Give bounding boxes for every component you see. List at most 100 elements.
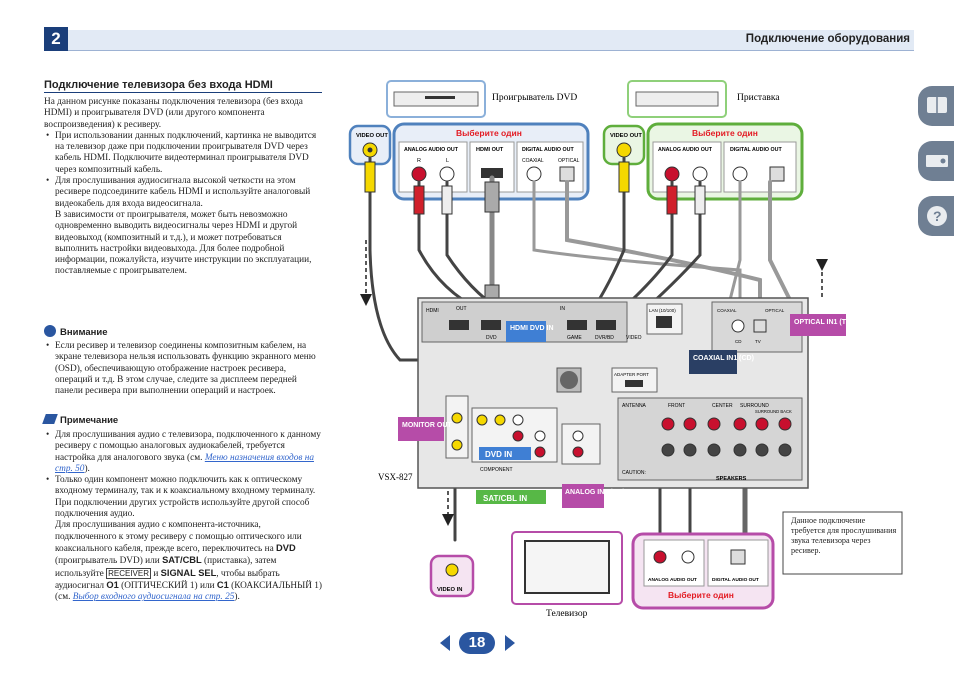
input-signal-link[interactable]: Выбор входного аудиосигнала на стр. 25 [72,592,235,603]
video-in-label: VIDEO IN [437,587,462,593]
panel-out-label: OUT [456,306,467,312]
c1-key: C1 [216,579,229,590]
connection-diagram: Проигрыватель DVD Приставка VIDEO OUT Вы… [348,80,903,619]
panel-game-label: GAME [567,335,582,341]
optical-in-jack [753,319,767,333]
analog-r-jack [411,166,427,182]
note-item: Только один компонент можно подключить к… [44,475,322,520]
adapter-port-label: ADAPTER PORT [614,372,649,377]
hdmi-out-port [481,168,503,178]
dvd-in-label: DVD IN [485,450,512,459]
note-text: Для прослушивания аудио с компонента-ист… [55,520,302,554]
hdmi-dvrbd-port [596,320,616,330]
r-label: R [417,158,421,164]
sat-key: SAT/CBL [162,555,202,566]
white-plug [441,185,453,215]
hdmi-plug [484,181,500,213]
optical-jack [559,166,575,182]
prev-page-icon[interactable] [438,633,452,653]
optical-in1-callout [790,314,846,336]
caution-text: Если ресивер и телевизор соединены компо… [44,341,322,397]
book-icon [927,97,947,113]
bullet-item: Для прослушивания аудиосигнала высокой ч… [44,176,322,210]
menu-link[interactable]: Меню назначения входов на стр. 50 [55,452,314,474]
panel-video-label: VIDEO [626,335,642,341]
white-plug [694,185,706,215]
note-text: (КОАКСИАЛЬНЫЙ 1) (см. [55,580,322,603]
body-text: На данном рисунке показаны подключения т… [44,97,322,278]
hdmi-game-port [567,320,587,330]
note-item: Для прослушивания аудио с телевизора, по… [44,430,322,475]
note-text: , чтобы выбрать аудиосигнал [55,568,280,591]
analog-in-l-jack [572,430,584,442]
svg-text:?: ? [933,208,942,224]
analog-in1-callout [562,484,604,508]
tv-analog-r-jack [653,550,667,564]
monitor-out-jack [451,412,463,424]
next-page-icon[interactable] [503,633,517,653]
hdmi-out-label: HDMI OUT [476,147,504,153]
note-heading-text: Примечание [60,415,119,426]
panel-tv-label: TV [755,339,761,344]
tab-receiver[interactable] [918,141,954,181]
note-text: (приставка), затем используйте [55,556,277,579]
red-plug [413,185,425,215]
note-text: и [153,568,159,579]
panel-optical-label: OPTICAL [765,308,785,313]
panel-dvd-label: DVD [486,335,497,341]
note-text-block: Для прослушивания аудио с телевизора, по… [44,430,322,603]
analog-l-jack [439,166,455,182]
dvd-key: DVD [276,542,296,553]
tv-analog-l-jack [681,550,695,564]
note-text: ). [234,592,240,603]
digital-out-label: DIGITAL AUDIO OUT [522,147,574,153]
coaxial-in1-callout [689,350,737,374]
o1-key: O1 [106,579,119,590]
coaxial-in-jack [731,319,745,333]
tab-help[interactable]: ? [918,196,954,236]
panel-component-label: COMPONENT [480,467,513,473]
monitor-out-panel [445,395,469,459]
set-top-image [635,91,719,107]
analog-in-r-jack [572,446,584,458]
antenna-label: ANTENNA [622,403,647,409]
optical-in1-label: OPTICAL IN1 (TV) [794,319,853,326]
analog-out-panel [652,141,722,193]
receiver-icon [926,155,948,167]
sat-cbl-in-label: SAT/CBL IN [483,494,527,503]
signal-sel-key: SIGNAL SEL [160,567,217,578]
receiver-key: RECEIVER [106,567,152,579]
choose-one-label: Выберите один [668,590,734,600]
caution-text-block: Если ресивер и телевизор соединены компо… [44,341,322,397]
tab-book[interactable] [918,86,954,126]
note-item: Для прослушивания аудио с компонента-ист… [44,520,322,603]
note-heading: Примечание [42,414,119,426]
analog-r-jack [664,166,680,182]
surround-back-label: SURROUND BACK [755,409,792,414]
choose-one-label: Выберите один [692,128,758,138]
hdmi-dvd-in-callout [506,321,546,342]
video-plug [364,161,376,193]
coaxial-jack [732,166,748,182]
video-in-jack [451,439,463,451]
chapter-number: 2 [44,27,68,51]
monitor-out-label: MONITOR OUT [402,422,452,429]
disc-tray [425,96,455,99]
hdmi-dvd-in-label: HDMI DVD IN [510,325,554,332]
lan-label: LAN (10/100) [649,308,676,313]
tv-digital-out-label: DIGITAL AUDIO OUT [712,577,759,583]
caution-heading-text: Внимание [60,327,108,338]
optical-jack [769,166,785,182]
digital-out-label: DIGITAL AUDIO OUT [730,147,782,153]
speaker-panel [617,397,803,481]
analog-in1-label: ANALOG IN1 (CD) [565,489,625,496]
dvd-player-label: Проигрыватель DVD [492,93,577,103]
header-title: Подключение оборудования [745,33,910,45]
tv-note-text: Данное подключение требуется для прослуш… [791,516,897,555]
analog-l-jack [692,166,708,182]
video-plug [618,161,630,193]
monitor-out-callout [398,417,444,441]
panel-in-label: IN [560,306,565,312]
video-out-label: VIDEO OUT [610,133,642,139]
